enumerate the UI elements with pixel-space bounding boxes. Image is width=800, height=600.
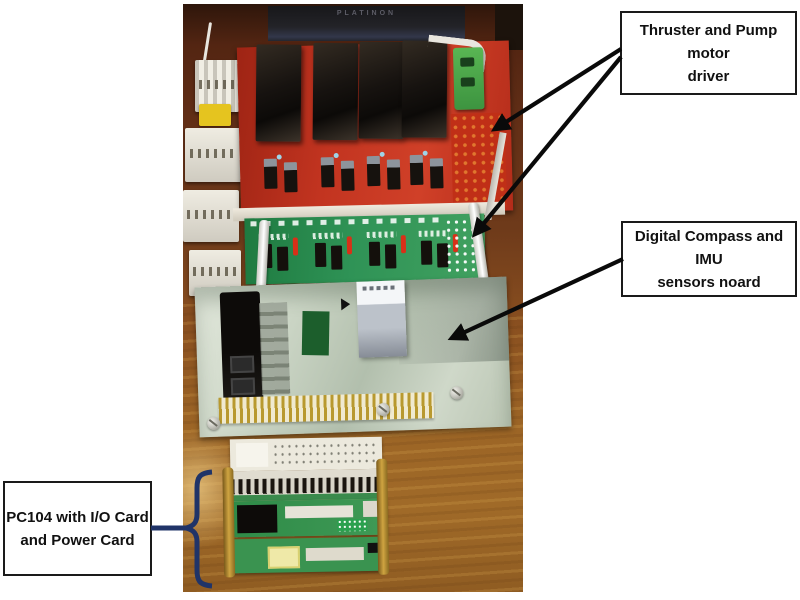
black-connector-stack: [219, 291, 264, 403]
left-connector-1: [195, 60, 239, 112]
yellow-connector: [199, 104, 231, 126]
transistor-cluster: [260, 150, 307, 203]
relay-1: [255, 44, 302, 142]
screw: [450, 386, 464, 400]
transistor-cluster: [363, 147, 410, 200]
triangle-marker: [340, 298, 351, 311]
callout-imu-line2: sensors noard: [657, 273, 761, 291]
thruster-driver-board: [236, 34, 514, 218]
driver-cluster: [309, 230, 358, 277]
transistor-cluster: [405, 146, 452, 199]
power-label: [305, 547, 364, 562]
left-connector-3: [183, 190, 239, 242]
gold-standoff-right: [376, 458, 390, 575]
pc104-connector-board: [229, 436, 383, 472]
callout-pc104-label: PC104 with I/O Card and Power Card: [3, 481, 152, 576]
callout-thruster-label: Thruster and Pump motor driver: [620, 11, 797, 95]
power-nub: [367, 542, 378, 553]
gold-pin-header-rows: [218, 392, 435, 424]
plate-shadow: [396, 276, 510, 365]
relay-3: [358, 41, 405, 140]
relay-2: [312, 42, 359, 141]
green-terminal-block: [452, 47, 485, 110]
left-connector-2: [185, 128, 243, 182]
platinon-box: PLATINON: [268, 6, 465, 41]
gold-standoff-left: [222, 467, 236, 578]
imu-sensor-board: [244, 213, 486, 285]
io-label: [284, 505, 354, 519]
callout-imu-line1: Digital Compass and IMU: [634, 227, 784, 268]
io-black-component: [236, 504, 278, 534]
contact-pads: [259, 302, 291, 396]
pin-header-board: [226, 468, 385, 502]
power-yellow-component: [267, 546, 301, 569]
driver-cluster: [363, 229, 412, 276]
callout-pc104-line1: PC104 with I/O Card: [6, 508, 149, 526]
screw: [207, 416, 221, 431]
platinon-text: PLATINON: [336, 10, 397, 17]
hardware-photo: PLATINON: [183, 4, 523, 592]
pc104-stack: [222, 435, 394, 580]
io-green-connector: [337, 518, 368, 532]
callout-imu-label: Digital Compass and IMU sensors noard: [621, 221, 797, 297]
small-green-pcb: [301, 311, 330, 356]
aluminum-mounting-plate: [194, 276, 512, 438]
transistor-cluster: [317, 148, 364, 201]
callout-thruster-line2: driver: [687, 67, 730, 85]
callout-pc104-line2: and Power Card: [20, 531, 135, 549]
silver-module: [356, 280, 408, 358]
callout-thruster-line1: Thruster and Pump motor: [639, 21, 778, 62]
